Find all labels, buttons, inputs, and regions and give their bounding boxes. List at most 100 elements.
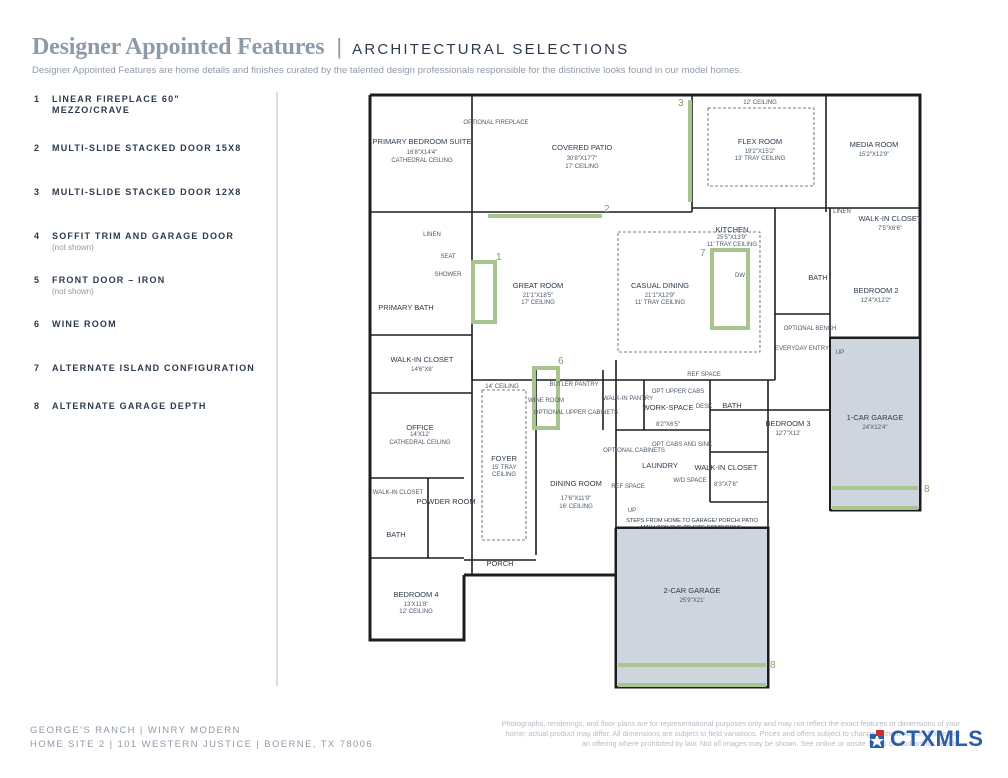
feature-number: 8 [34,401,41,411]
room-covered-patio-note: 17' CEILING [565,164,599,170]
room-bedroom2: BEDROOM 2 [853,286,898,295]
room-workspace-dims: 8'2"X6'5" [656,422,680,428]
feature-note: (not shown) [52,287,94,296]
feature-label: MULTI-SLIDE STACKED DOOR 12X8 [52,187,242,197]
room-primary-suite-dims: 16'8"X14'4" [407,150,438,156]
optional-cabinets: OPTIONAL CABINETS [603,448,665,454]
feature-note: (not shown) [52,243,94,252]
feature-label: ALTERNATE ISLAND CONFIGURATION [52,363,255,373]
room-garage1-dims: 24'X12'4" [862,425,887,431]
room-flex-dims: 19'2"X15'2" [745,149,776,155]
ctxmls-logo: CTXMLS [868,726,983,752]
room-office: OFFICE [406,423,434,432]
feature-number: 7 [34,363,41,373]
marker-1: 1 [496,252,502,263]
column-divider [276,92,278,686]
marker-2: 2 [604,204,610,215]
room-walkin-closet-left-dims: 14'6"X8' [411,367,433,373]
fireplace-highlight [471,260,497,324]
disclaimer: Photographs, renderings, and floor plans… [501,719,960,748]
feature-label: MULTI-SLIDE STACKED DOOR 15X8 [52,143,242,153]
steps-note: STEPS FROM HOME TO GARAGE/ PORCH/ PATIO … [626,518,758,531]
room-great-dims: 21'1"X18'5" [523,293,554,299]
linen-top: LINEN [423,232,441,238]
feature-label: LINEAR FIREPLACE 60" MEZZO/CRAVE [52,94,180,115]
room-dining-note: 16' CEILING [559,504,593,510]
marker-8: 8 [770,660,776,671]
shower: SHOWER [435,272,463,278]
room-primary-suite: PRIMARY BEDROOM SUITE [373,137,472,146]
room-foyer-note: CEILING [492,472,516,478]
outer-wall [370,93,922,338]
butler-pantry: BUTLER PANTRY [549,382,598,388]
flex-ceiling: 12' CEILING [743,100,777,106]
feature-label: SOFFIT TRIM AND GARAGE DOOR [52,231,235,241]
feature-number: 1 [34,94,41,104]
page-header: Designer Appointed Features | ARCHITECTU… [32,34,988,76]
wd-space: W/D SPACE [673,478,706,484]
marker-7: 7 [700,248,706,259]
room-flex-note: 13' TRAY CEILING [735,156,786,162]
foyer-tray-outline [481,389,527,541]
feature-number: 3 [34,187,41,197]
room-walkin-closet-left: WALK-IN CLOSET [390,355,453,364]
garage-1-fill [829,337,921,511]
room-kitchen: KITCHEN [716,225,749,234]
optional-bench: OPTIONAL BENCH [784,326,837,332]
room-office-dims: 14'X12' [410,432,430,438]
wine-room: WINE ROOM [528,398,564,404]
walkin-closet-small: WALK-IN CLOSET [373,490,424,496]
outer-wall [368,95,466,642]
opt-cabs-sink: OPT CABS AND SINK [652,442,712,448]
linen-right: LINEN [833,209,851,215]
section-subtitle: ARCHITECTURAL SELECTIONS [352,41,630,58]
room-walkin-closet-right-dims: 7'5"X6'6" [878,226,902,232]
room-foyer: FOYER [491,454,517,463]
room-bath-left: BATH [386,530,405,539]
walkin-pantry: WALK-IN PANTRY [603,396,653,402]
feature-label: ALTERNATE GARAGE DEPTH [52,401,207,411]
room-dining-dims: 17'6"X11'9" [561,496,591,502]
room-walkin-closet-mid: WALK-IN CLOSET [694,463,757,472]
room-casual-dining-dims: 21'1"X12'9" [645,293,676,299]
feature-number: 2 [34,143,41,153]
feature-label: WINE ROOM [52,319,117,329]
floor-plan: 1 2 3 6 7 8 8 PRIMARY BEDROOM SUITE 16'8… [368,93,930,689]
page-description: Designer Appointed Features are home det… [32,65,742,76]
room-powder: POWDER ROOM [416,497,475,506]
garage-2-fill [615,527,769,688]
room-foyer-dims: 15' TRAY [492,465,517,471]
room-bedroom4-note: 12' CEILING [399,609,433,615]
room-garage2-dims: 25'9"X21' [679,598,704,604]
room-garage1: 1-CAR GARAGE [847,413,904,422]
property-footer: GEORGE'S RANCH | WINRY MODERN HOME SITE … [30,724,373,752]
flex-tray-outline [707,107,815,187]
room-great-note: 17' CEILING [521,300,555,306]
room-dining: DINING ROOM [550,479,602,488]
room-kitchen-note: 11' TRAY CEILING [707,242,757,248]
feature-number: 6 [34,319,41,329]
up-label-2: UP [628,508,636,514]
room-bath-mid: BATH [722,401,741,410]
room-great: GREAT ROOM [513,281,564,290]
feature-number: 4 [34,231,41,241]
optional-upper-cabinets: OPTIONAL UPPER CABINETS [534,410,618,416]
room-garage2: 2-CAR GARAGE [664,586,721,595]
seat: SEAT [440,254,456,260]
title-separator: | [336,34,343,59]
ceiling-14: 14' CEILING [485,384,519,390]
feature-number: 5 [34,275,41,285]
room-office-note: CATHEDRAL CEILING [389,440,451,446]
room-bedroom3: BEDROOM 3 [765,419,810,428]
room-bath-right: BATH [808,273,827,282]
room-media: MEDIA ROOM [850,140,899,149]
ctxmls-wordmark: CTXMLS [890,726,984,751]
marker-6: 6 [558,356,564,367]
feature-label: FRONT DOOR – IRON [52,275,166,285]
room-covered-patio: COVERED PATIO [552,143,613,152]
marker-8: 8 [924,484,930,495]
room-walkin-closet-mid-dims: 8'3"X7'8" [714,482,738,488]
room-bedroom3-dims: 12'7"X12' [775,431,800,437]
dishwasher: DW [735,273,745,279]
texas-star-icon [870,730,884,748]
